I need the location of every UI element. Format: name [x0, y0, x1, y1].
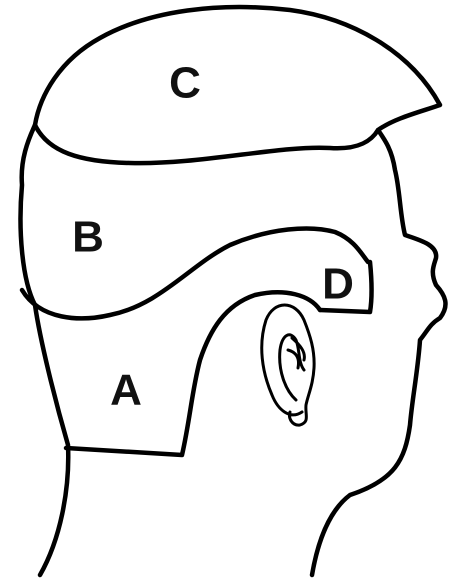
zone-c-label: C	[169, 59, 201, 108]
zone-b-label: B	[72, 213, 104, 262]
ear-outline	[262, 305, 314, 425]
zone-d-label: D	[322, 260, 354, 309]
head-outline	[21, 7, 446, 575]
zone-c-boundary	[35, 125, 378, 163]
zone-a-label: A	[110, 366, 142, 415]
ear-inner	[280, 335, 305, 400]
